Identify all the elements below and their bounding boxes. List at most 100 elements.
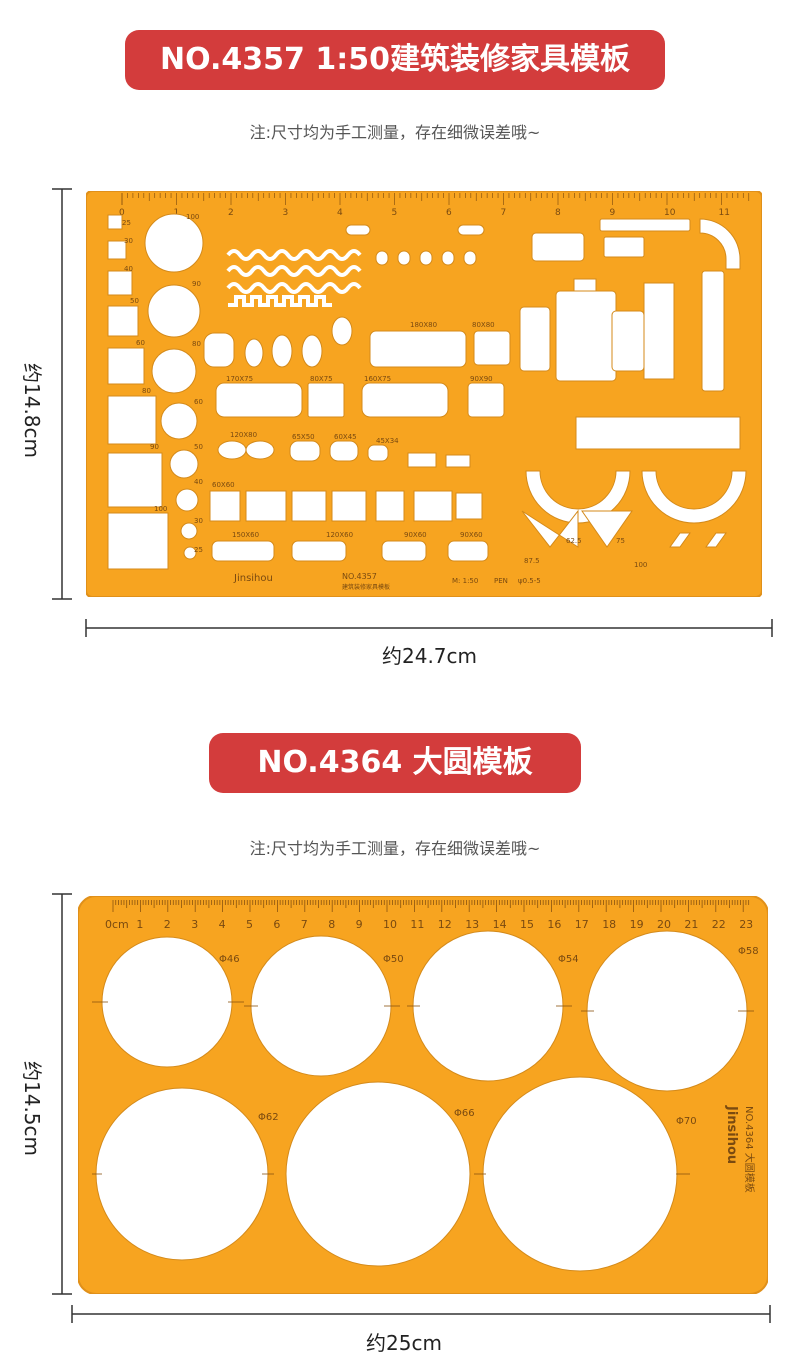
template2-height-dimension	[52, 893, 72, 1295]
template1-height-dimension	[52, 188, 72, 600]
template1-pen-size: ψ0.5-5	[518, 577, 541, 585]
template1-brand: Jinsihou	[233, 573, 273, 584]
ruler-number: 19	[630, 918, 644, 931]
ruler-number: 10	[383, 918, 397, 931]
template2-width-dimension	[71, 1305, 771, 1323]
ruler-number: 15	[520, 918, 534, 931]
template1-width-label: 约24.7cm	[382, 644, 478, 668]
svg-text:90: 90	[150, 443, 159, 451]
ruler-number: 14	[493, 918, 507, 931]
size-label: 62.5	[566, 537, 582, 545]
ruler-number: 4	[219, 918, 226, 931]
svg-text:60: 60	[136, 339, 145, 347]
ruler-number: 2	[164, 918, 171, 931]
ruler-number: 21	[684, 918, 698, 931]
size-label: 160X75	[364, 375, 391, 383]
svg-text:80: 80	[142, 387, 151, 395]
size-label: 80X75	[310, 375, 333, 383]
ruler-number: 11	[719, 208, 730, 218]
circle-66-label: Φ66	[454, 1108, 475, 1119]
ruler-number: 9	[610, 208, 616, 218]
circle-62	[95, 1087, 269, 1261]
svg-text:60: 60	[194, 398, 203, 406]
ruler-number: 22	[712, 918, 726, 931]
size-label: 80X80	[472, 321, 495, 329]
size-label: 45X34	[376, 437, 399, 445]
svg-text:25: 25	[122, 219, 131, 227]
circle-62-label: Φ62	[258, 1112, 279, 1123]
template2-width-label: 约25cm	[366, 1331, 442, 1355]
ruler-number: 8	[555, 208, 561, 218]
ruler-number: 16	[547, 918, 561, 931]
ruler-number: 7	[301, 918, 308, 931]
ruler-number: 5	[246, 918, 253, 931]
svg-text:50: 50	[130, 297, 139, 305]
ruler-number: 2	[228, 208, 234, 218]
circle-66	[285, 1081, 471, 1267]
svg-text:30: 30	[124, 237, 133, 245]
svg-text:25: 25	[194, 546, 203, 554]
size-label: 60X60	[212, 481, 235, 489]
size-label: 150X60	[232, 531, 259, 539]
template1-measure-note: 注:尺寸均为手工测量，存在细微误差哦~	[249, 123, 541, 142]
circle-58	[586, 930, 748, 1092]
ruler-number: 6	[446, 208, 452, 218]
template2-title-banner: NO.4364 大圆模板	[209, 733, 581, 793]
ruler-number: 1	[174, 208, 180, 218]
svg-text:40: 40	[124, 265, 133, 273]
ruler-number: 4	[337, 208, 343, 218]
ruler-number: 6	[273, 918, 280, 931]
size-label: 170X75	[226, 375, 253, 383]
template2-measure-note: 注:尺寸均为手工测量，存在细微误差哦~	[249, 839, 541, 858]
ruler-number: 10	[664, 208, 676, 218]
circle-46-label: Φ46	[219, 954, 240, 965]
template1-model-sub: 建筑装修家具模板	[342, 583, 390, 591]
size-label: 75	[616, 537, 625, 545]
circle-70-label: Φ70	[676, 1116, 697, 1127]
size-label: 87.5	[524, 557, 540, 565]
ruler-number: 1	[136, 918, 143, 931]
size-label: 120X60	[326, 531, 353, 539]
template1-height-label: 约14.8cm	[20, 362, 45, 459]
ruler-number: 13	[465, 918, 479, 931]
ruler-number: 11	[410, 918, 424, 931]
circle-46	[101, 936, 233, 1068]
size-label: 65X50	[292, 433, 315, 441]
template1-pen: PEN	[494, 577, 508, 585]
ruler-number: 12	[438, 918, 452, 931]
size-label: 180X80	[410, 321, 437, 329]
ruler-number: 23	[739, 918, 753, 931]
size-label: 90X90	[470, 375, 493, 383]
template1-title-banner: NO.4357 1:50建筑装修家具模板	[125, 30, 665, 90]
ruler-number: 3	[191, 918, 198, 931]
ruler-number: 5	[392, 208, 398, 218]
circle-54-label: Φ54	[558, 954, 579, 965]
circle-54	[412, 930, 564, 1082]
template1-model: NO.4357	[342, 572, 377, 581]
ruler-number: 7	[501, 208, 507, 218]
svg-text:40: 40	[194, 478, 203, 486]
circle-50	[250, 935, 392, 1077]
ruler-number: 18	[602, 918, 616, 931]
template2-height-label: 约14.5cm	[20, 1060, 45, 1157]
ruler-number: 17	[575, 918, 589, 931]
circle-70	[482, 1076, 678, 1272]
ruler-number: 20	[657, 918, 671, 931]
svg-text:100: 100	[154, 505, 167, 513]
svg-text:80: 80	[192, 340, 201, 348]
template2-brand: Jinsihou	[724, 1105, 739, 1164]
svg-text:30: 30	[194, 517, 203, 525]
size-label: 90X60	[460, 531, 483, 539]
ruler-number: 8	[328, 918, 335, 931]
svg-text:90: 90	[192, 280, 201, 288]
ruler-number: 9	[356, 918, 363, 931]
ruler-number: 3	[283, 208, 289, 218]
template1-width-dimension	[85, 619, 773, 637]
size-label: 120X80	[230, 431, 257, 439]
size-label: 90X60	[404, 531, 427, 539]
svg-text:100: 100	[186, 213, 199, 221]
circle-50-label: Φ50	[383, 954, 404, 965]
template1-scale: M: 1:50	[452, 577, 478, 585]
